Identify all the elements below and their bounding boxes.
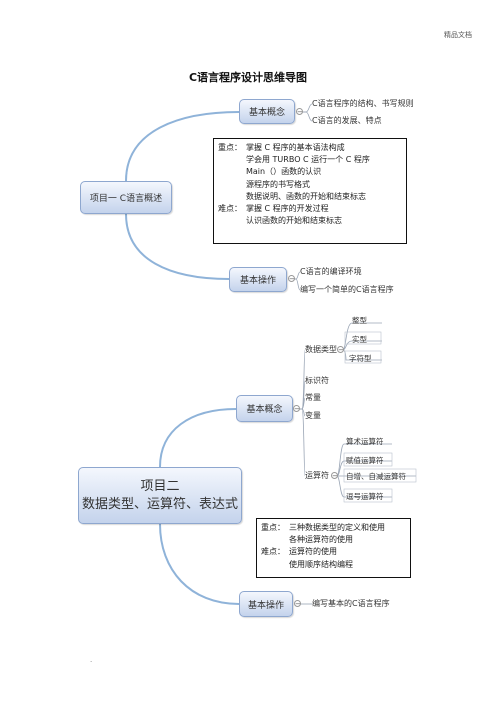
topic-project-1: 项目一 C语言概述 [80, 181, 172, 214]
leaf-comma-op: 逗号运算符 [346, 492, 384, 501]
leaf-assign-op: 赋值运算符 [346, 456, 384, 465]
page-title: C语言程序设计思维导图 [188, 71, 308, 84]
leaf-basic-program: 编写基本的C语言程序 [312, 599, 390, 608]
collapse-icon[interactable]: − [294, 600, 301, 608]
leaf-char-type: 字符型 [349, 354, 372, 363]
notes-box-2: 重点：三种数据类型的定义和使用 各种运算符的使用 难点：运算符的使用 使用顺序结… [256, 518, 411, 578]
leaf-simple-program: 编写一个简单的C语言程序 [300, 285, 394, 294]
leaf-operators: 运算符 [305, 471, 329, 480]
branch-p1-basic [125, 111, 240, 182]
leaf-variable: 变量 [305, 411, 321, 420]
node-basic-concept-1: 基本概念 [239, 99, 295, 124]
leaf-program-structure: C语言程序的结构、书写规则 [312, 99, 414, 108]
node-basic-operation-1: 基本操作 [229, 267, 287, 292]
header-note: 精品文档 [444, 31, 472, 39]
node-basic-concept-2: 基本概念 [236, 395, 293, 422]
leaf-compile-env: C语言的编译环境 [300, 267, 362, 276]
topic-project-2: 项目二 数据类型、运算符、表达式 [78, 467, 242, 524]
collapse-icon[interactable]: − [337, 346, 344, 354]
branch-p2-operation [159, 523, 240, 605]
topic-project-2-line2: 数据类型、运算符、表达式 [81, 496, 238, 512]
leaf-constant: 常量 [305, 393, 321, 402]
footer-mark: . [90, 656, 93, 664]
leaf-c-history: C语言的发展、特点 [312, 116, 382, 125]
notes-box-1: 重点：掌握 C 程序的基本语法构成 学会用 TURBO C 运行一个 C 程序 … [213, 138, 407, 244]
leaf-data-types: 数据类型 [305, 345, 337, 354]
collapse-icon[interactable]: − [331, 472, 338, 480]
leaf-incdec-op: 自增、自减运算符 [346, 472, 406, 481]
node-basic-operation-2: 基本操作 [239, 591, 293, 617]
leaf-identifier: 标识符 [305, 376, 329, 385]
collapse-icon[interactable]: − [296, 108, 303, 116]
branch-p1-operation [125, 213, 230, 280]
topic-project-2-line1: 项目二 [140, 478, 180, 494]
leaf-arith-op: 算术运算符 [346, 437, 384, 446]
collapse-icon[interactable]: − [293, 405, 300, 413]
branch-p2-basic [159, 408, 237, 468]
leaf-int-type: 整型 [352, 316, 367, 325]
collapse-icon[interactable]: − [288, 275, 295, 283]
leaf-float-type: 实型 [352, 335, 367, 344]
